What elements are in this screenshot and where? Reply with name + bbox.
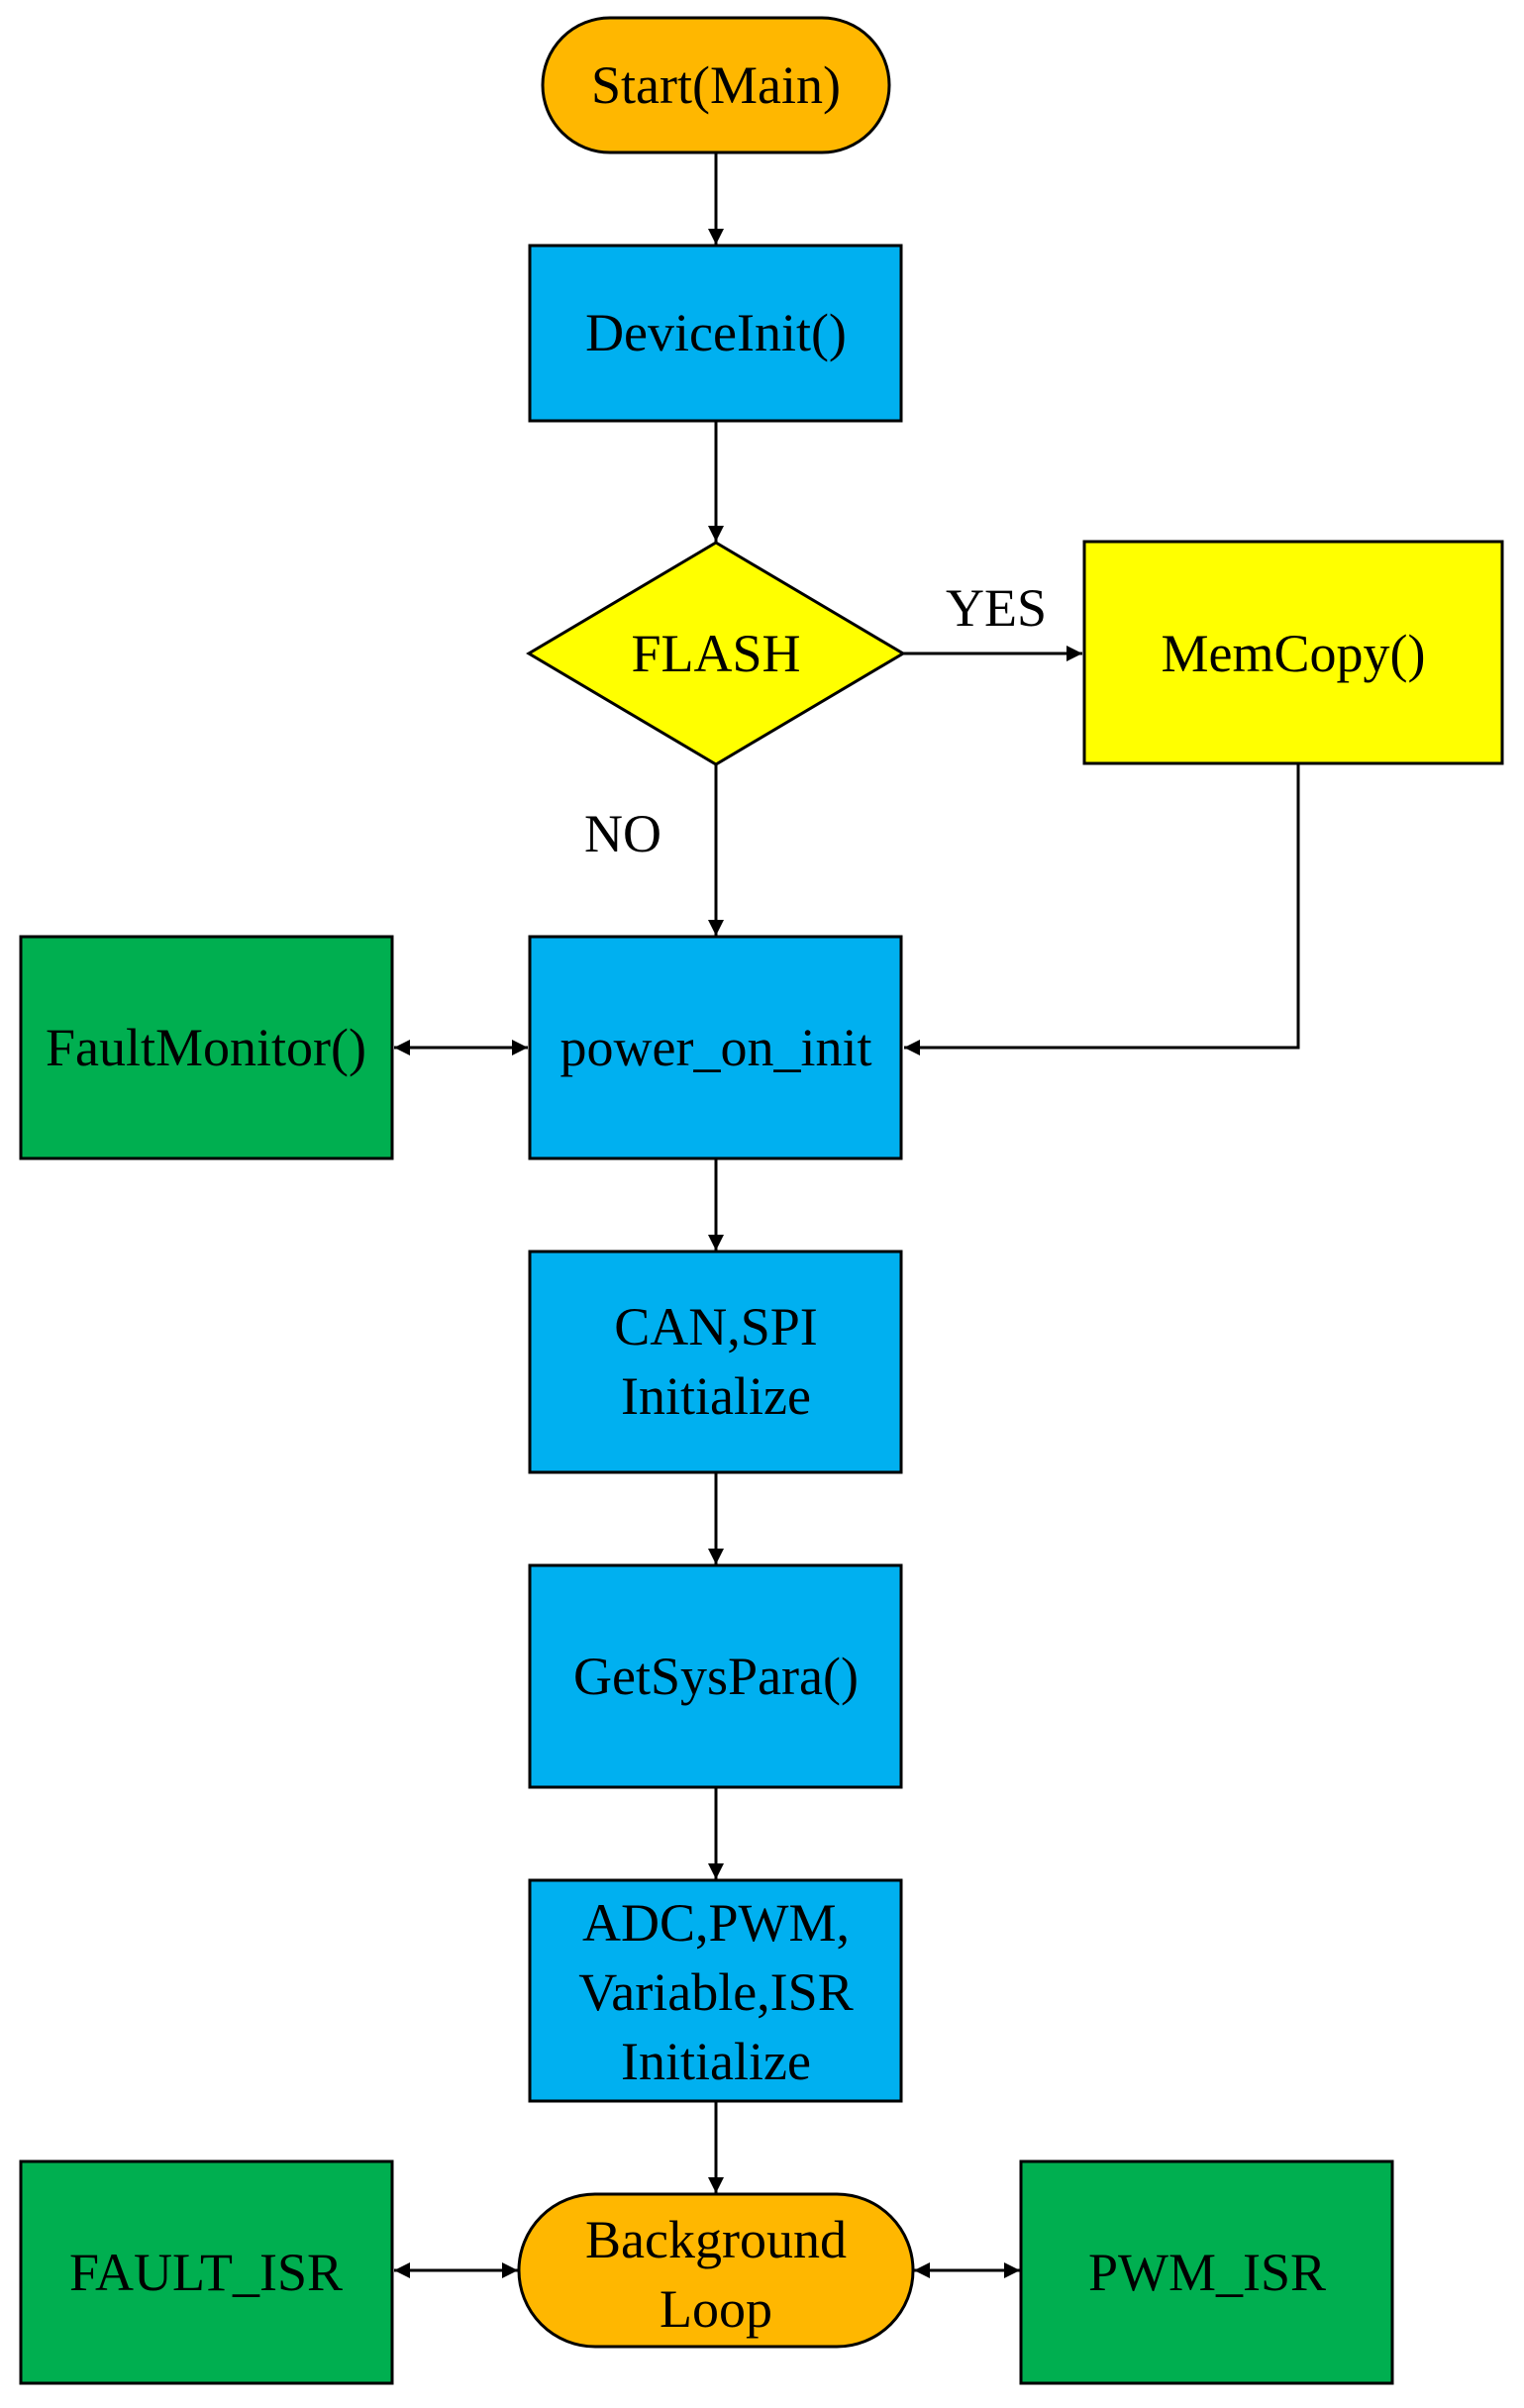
- node-adc-pwm-line-3: Initialize: [621, 2032, 811, 2091]
- edge-memcopy-to-poweroninit: [904, 763, 1300, 1055]
- node-adc-pwm-line-2: Variable,ISR: [578, 1962, 853, 2022]
- node-get-sys-para: GetSysPara(): [528, 1563, 903, 1789]
- node-background-loop: Background Loop: [517, 2192, 915, 2349]
- node-adc-pwm-line-1: ADC,PWM,: [582, 1893, 850, 1953]
- node-fault-monitor: FaultMonitor(): [19, 935, 394, 1160]
- node-start: Start(Main): [541, 16, 891, 154]
- node-fault-isr-label: FAULT_ISR: [69, 2243, 343, 2302]
- node-pwm-isr: PWM_ISR: [1019, 2159, 1394, 2385]
- edge-label-yes: YES: [946, 578, 1047, 638]
- node-pwm-isr-label: PWM_ISR: [1088, 2243, 1326, 2302]
- node-can-spi-line-1: CAN,SPI: [614, 1297, 818, 1356]
- node-memcopy-label: MemCopy(): [1162, 624, 1426, 683]
- node-adc-pwm: ADC,PWM, Variable,ISR Initialize: [528, 1878, 903, 2103]
- node-power-on-init-label: power_on_init: [560, 1018, 872, 1077]
- node-can-spi-line-2: Initialize: [621, 1366, 811, 1426]
- node-background-loop-line-1: Background: [585, 2210, 847, 2269]
- node-flash: FLASH: [526, 541, 906, 766]
- node-fault-monitor-label: FaultMonitor(): [46, 1018, 366, 1077]
- node-background-loop-line-2: Loop: [660, 2279, 772, 2339]
- node-memcopy: MemCopy(): [1082, 540, 1504, 765]
- node-fault-isr: FAULT_ISR: [19, 2159, 394, 2385]
- node-get-sys-para-label: GetSysPara(): [573, 1647, 859, 1706]
- edge-label-no: NO: [584, 804, 661, 863]
- node-start-label: Start(Main): [591, 55, 841, 115]
- node-can-spi: CAN,SPI Initialize: [528, 1250, 903, 1474]
- node-device-init-label: DeviceInit(): [585, 303, 847, 362]
- node-device-init: DeviceInit(): [528, 244, 903, 423]
- node-power-on-init: power_on_init: [528, 935, 903, 1160]
- node-flash-label: FLASH: [631, 624, 800, 683]
